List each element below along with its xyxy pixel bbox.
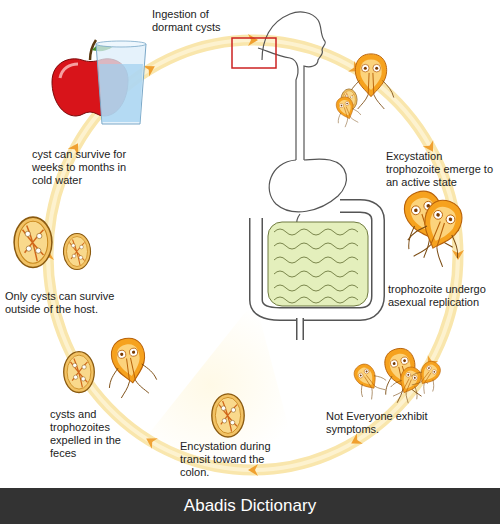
- mouth-highlight: [232, 38, 276, 68]
- stage-label: trophozoite undergo asexual replication: [388, 283, 498, 309]
- note-label: Only cysts can survive outside of the ho…: [5, 290, 129, 316]
- banner-text: Abadis Dictionary: [184, 496, 316, 516]
- stage-label: Ingestion of dormant cysts: [152, 8, 230, 34]
- stage-label: Not Everyone exhibit symptoms.: [326, 410, 436, 436]
- small-intestine: [268, 222, 368, 306]
- digestive-tract: [258, 12, 346, 234]
- stage-label: Excystation trophozoite emerge to an act…: [386, 150, 496, 189]
- watermark-banner: Abadis Dictionary: [0, 488, 500, 524]
- cycle-arrows: [42, 34, 464, 476]
- apple-and-water: [52, 40, 146, 124]
- stage-label: Encystation during transit toward the co…: [180, 440, 280, 479]
- cycle-ring: [48, 40, 458, 470]
- note-label: cyst can survive for weeks to months in …: [32, 148, 140, 187]
- large-intestine: [256, 206, 378, 340]
- stage-label: cysts and trophozoites expelled in the f…: [50, 408, 126, 460]
